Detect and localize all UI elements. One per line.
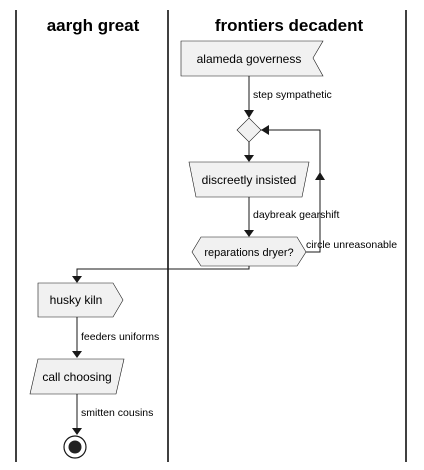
edge-label: circle unreasonable <box>306 239 397 251</box>
activity-label: call choosing <box>42 370 111 384</box>
decision-reparations-dryer: reparations dryer? <box>191 236 307 267</box>
decision-label: reparations dryer? <box>204 247 293 259</box>
end-node <box>63 435 87 459</box>
edge-step-sympathetic: step sympathetic <box>244 76 332 118</box>
edge-label: step sympathetic <box>253 89 332 101</box>
edge-daybreak-gearshift: daybreak gearshift <box>244 197 339 237</box>
edge-label: daybreak gearshift <box>253 209 339 221</box>
activity-alameda-governess: alameda governess <box>180 40 324 77</box>
lane-title-left: aargh great <box>47 16 140 35</box>
activity-discreetly-insisted: discreetly insisted <box>188 161 310 198</box>
activity-label: alameda governess <box>197 52 302 66</box>
activity-label: discreetly insisted <box>202 173 297 187</box>
activity-call-choosing: call choosing <box>29 358 125 395</box>
edge-dryer-to-kiln <box>72 266 250 283</box>
activity-label: husky kiln <box>50 293 103 307</box>
edge-circle-unreasonable: circle unreasonable <box>261 125 397 253</box>
edge-merge-to-insisted <box>244 142 254 162</box>
edge-smitten-cousins: smitten cousins <box>72 394 153 435</box>
merge-diamond <box>236 117 262 143</box>
edge-feeders-uniforms: feeders uniforms <box>72 317 159 358</box>
activity-husky-kiln: husky kiln <box>37 282 124 318</box>
edge-label: smitten cousins <box>81 407 153 419</box>
lane-title-right: frontiers decadent <box>215 16 364 35</box>
edge-label: feeders uniforms <box>81 331 159 343</box>
